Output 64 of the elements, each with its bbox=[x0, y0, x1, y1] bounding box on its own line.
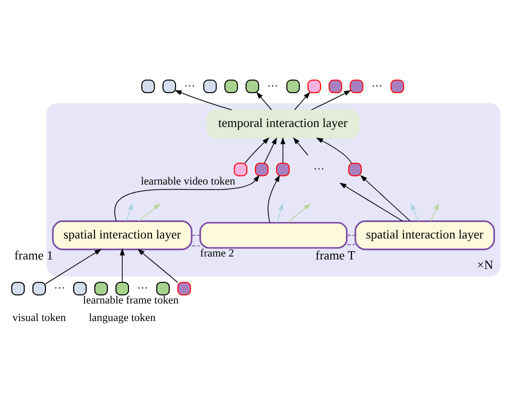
node-box bbox=[11, 282, 25, 296]
node-box bbox=[234, 162, 248, 176]
arrow bbox=[174, 90, 232, 110]
connector bbox=[191, 234, 200, 236]
node-box bbox=[348, 162, 362, 176]
connector bbox=[346, 234, 356, 236]
node-box: spatial interaction layer bbox=[354, 220, 495, 250]
node-label: frame 2 bbox=[200, 248, 234, 260]
arrow bbox=[339, 182, 403, 222]
connector bbox=[346, 244, 356, 246]
node-label: learnable video token bbox=[140, 176, 236, 188]
node-box bbox=[94, 282, 108, 296]
arrow bbox=[430, 203, 439, 222]
arrow bbox=[120, 248, 125, 283]
label: ··· bbox=[267, 80, 278, 92]
node-box bbox=[307, 80, 322, 94]
node-label: frame T bbox=[316, 248, 356, 262]
arrow bbox=[268, 174, 280, 223]
arrow bbox=[244, 137, 270, 164]
node-box bbox=[224, 80, 238, 94]
label: ··· bbox=[54, 282, 66, 294]
node-box bbox=[390, 80, 404, 94]
arrow bbox=[293, 137, 308, 156]
arrow bbox=[256, 92, 272, 110]
connector bbox=[191, 245, 200, 246]
node-box bbox=[162, 80, 176, 94]
node-box bbox=[199, 222, 348, 249]
node-box bbox=[276, 162, 290, 176]
node-box bbox=[115, 282, 130, 296]
arrow bbox=[126, 202, 133, 222]
node-box bbox=[141, 80, 155, 94]
node-label: frame 1 bbox=[14, 248, 53, 262]
arrow bbox=[280, 137, 286, 164]
label: ··· bbox=[137, 282, 148, 294]
label: language token bbox=[88, 312, 156, 324]
arrow bbox=[138, 203, 160, 222]
node-box bbox=[73, 282, 87, 296]
node-box bbox=[254, 162, 269, 176]
node-box bbox=[203, 80, 217, 94]
arrow bbox=[114, 174, 260, 222]
node-box: temporal interaction layer bbox=[206, 109, 360, 139]
arrow bbox=[360, 175, 410, 222]
label: ··· bbox=[371, 80, 382, 92]
arrow bbox=[45, 248, 102, 284]
node-label: learnable frame token bbox=[83, 294, 179, 307]
arrow bbox=[311, 90, 352, 110]
node-box bbox=[286, 80, 300, 94]
arrow bbox=[410, 203, 420, 222]
label: ··· bbox=[184, 80, 196, 92]
node-box bbox=[177, 282, 191, 296]
node-box bbox=[156, 282, 170, 296]
arrow bbox=[294, 92, 310, 110]
arrow bbox=[264, 137, 277, 164]
node-box bbox=[246, 80, 260, 94]
label: visual token bbox=[12, 312, 66, 324]
node-box bbox=[350, 80, 364, 94]
node-box: spatial interaction layer bbox=[52, 220, 192, 250]
arrow bbox=[287, 203, 311, 224]
node-box bbox=[328, 80, 342, 94]
arrow bbox=[138, 248, 178, 283]
arrow bbox=[276, 203, 284, 223]
node-box bbox=[32, 282, 46, 296]
node-text: ··· bbox=[313, 163, 324, 176]
arrow bbox=[316, 138, 352, 164]
